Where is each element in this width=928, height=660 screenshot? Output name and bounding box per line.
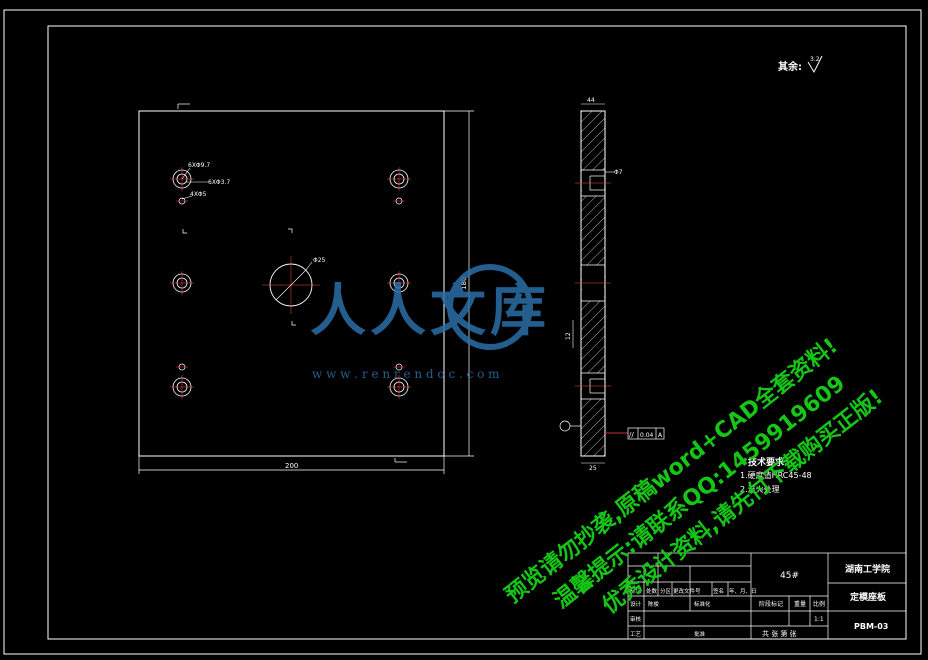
outer-frame: [3, 9, 922, 655]
hole-top-right: [387, 167, 411, 191]
roughness-symbol: [807, 55, 823, 74]
roughness-value: 3.2: [810, 56, 820, 63]
tb-material: 45#: [780, 571, 799, 581]
overlay-text: 预览请勿抄袭,原稿word+CAD全套资料! 温馨提示:请联系QQ:145991…: [500, 333, 888, 619]
hole-label-1: 6XΦ9.7: [188, 162, 210, 169]
watermark: 人人文库 w w w . r e n r e n d o c . c o m: [310, 264, 550, 381]
watermark-name: 人人文库: [310, 278, 550, 344]
hole-mid-left: [170, 271, 194, 295]
pin-hole-3: [176, 363, 188, 371]
side-dim-mid: 12: [565, 332, 572, 340]
tech-req-1: 1.硬度值HRC45-48: [740, 470, 812, 480]
tb-row-designer: 陈俊: [648, 600, 660, 608]
tb-weight-label: 重量: [794, 600, 806, 608]
hole-label-2: 6XΦ3.7: [208, 179, 230, 186]
plate-outline: [138, 110, 445, 457]
hole-bottom-left: [170, 375, 194, 399]
side-dim-bottom: 25: [589, 465, 597, 472]
datum-circle: [559, 420, 571, 432]
tb-row-check: 审核: [630, 615, 642, 623]
side-view: 44 Φ7 12 25 // 0.04 A: [559, 97, 665, 472]
tb-part-name: 定模座板: [849, 591, 887, 603]
tb-row-std: 标准化: [694, 600, 711, 608]
tolerance-symbol: //: [629, 431, 634, 439]
pin-hole-1: [176, 197, 188, 205]
tb-row-doc: 更改文件号: [673, 587, 701, 595]
tb-scale-label: 比例: [813, 600, 825, 608]
tb-row-count: 处数: [646, 587, 658, 595]
tb-school: 湖南工学院: [845, 563, 890, 575]
tb-row-craft: 工艺: [630, 631, 642, 638]
tolerance-datum: A: [658, 432, 663, 439]
tech-req-2: 2.淬火处理: [740, 484, 780, 494]
tb-row-zone: 分区: [660, 587, 672, 595]
tb-row-design: 设计: [630, 600, 642, 608]
tb-row-approve: 批准: [694, 630, 706, 638]
hole-label-3: 4XΦ5: [190, 191, 207, 198]
tolerance-value: 0.04: [640, 432, 654, 439]
tolerance-frame: [627, 427, 665, 440]
tb-row-date: 年、月、日: [729, 587, 757, 595]
tech-req-title: 技术要求:: [748, 456, 788, 468]
dim-height: 180: [460, 277, 468, 290]
hole-bottom-right: [387, 375, 411, 399]
tb-drawing-no: PBM-03: [854, 622, 888, 631]
tb-stage-label: 阶段标记: [759, 600, 783, 608]
tb-scale: 1:1: [814, 616, 824, 623]
dim-width: 200: [285, 462, 298, 470]
side-dim-hole: Φ7: [614, 169, 623, 176]
center-hole: [262, 256, 320, 314]
side-dim-top: 44: [587, 97, 595, 104]
pin-hole-4: [393, 363, 405, 371]
inner-frame: [47, 25, 907, 640]
tb-row-mark: 标记: [630, 587, 642, 595]
roughness-label: 其余:: [778, 60, 802, 73]
pin-hole-2: [393, 197, 405, 205]
tb-row-sign: 签名: [713, 587, 724, 595]
front-view: 180 200: [138, 103, 474, 474]
title-block: [627, 552, 907, 640]
hole-mid-right: [387, 271, 411, 295]
center-hole-label: Φ25: [313, 257, 326, 264]
watermark-url: w w w . r e n r e n d o c . c o m: [312, 367, 500, 381]
tb-sheet-label: 共 张 第 张: [762, 629, 797, 638]
